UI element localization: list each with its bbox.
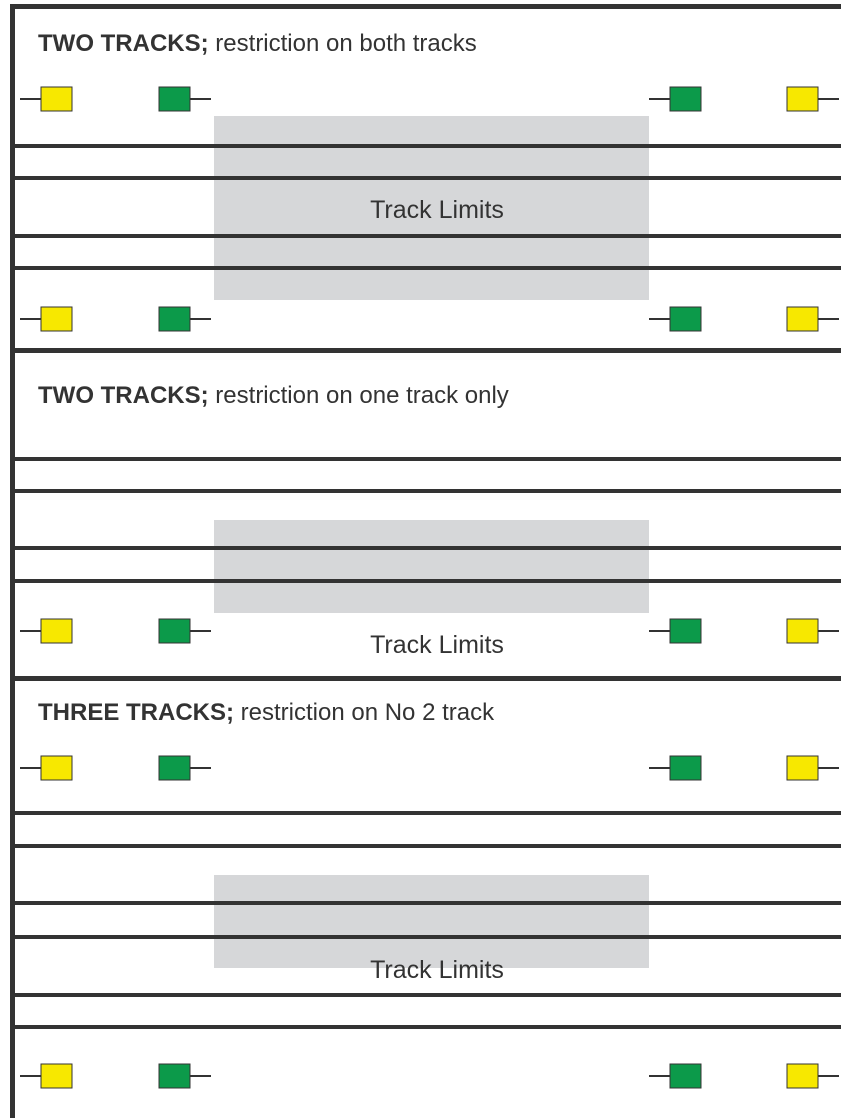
track-down-line [10, 546, 841, 583]
home-signal-right [649, 755, 702, 781]
home-signal-right [649, 86, 702, 112]
panel-title-rest: restriction on both tracks [209, 30, 477, 57]
panel-divider-2 [10, 676, 841, 681]
track-up-line [10, 144, 841, 180]
home-signal-right [649, 306, 702, 332]
panel-title-bold: TWO TRACKS; [38, 382, 209, 409]
distant-signal-right [786, 755, 839, 781]
rail [10, 266, 841, 270]
home-signal-left [158, 1063, 211, 1089]
rail [10, 234, 841, 238]
home-signal-right [649, 618, 702, 644]
panel-title-bold: THREE TRACKS; [38, 699, 234, 726]
distant-signal-left [20, 1063, 73, 1089]
panel-title-rest: restriction on No 2 track [234, 699, 495, 726]
track-no1 [10, 811, 841, 848]
distant-signal-left [20, 306, 73, 332]
track-limits-label: Track Limits [370, 631, 504, 659]
panel-title: TWO TRACKS; restriction on one track onl… [38, 382, 509, 409]
panel-title: TWO TRACKS; restriction on both tracks [38, 30, 477, 57]
distant-signal-right [786, 306, 839, 332]
distant-signal-right [786, 618, 839, 644]
track-limits-zone [214, 875, 649, 968]
home-signal-left [158, 306, 211, 332]
track-no3 [10, 993, 841, 1029]
rail [10, 457, 841, 461]
rail [10, 579, 841, 583]
track-down-line [10, 234, 841, 270]
panel-two-tracks-both: TWO TRACKS; restriction on both tracks T… [10, 30, 841, 332]
panel-title-bold: TWO TRACKS; [38, 30, 209, 57]
panel-title-rest: restriction on one track only [209, 382, 509, 409]
rail [10, 811, 841, 815]
distant-signal-left [20, 86, 73, 112]
home-signal-left [158, 86, 211, 112]
panel-two-tracks-one: TWO TRACKS; restriction on one track onl… [10, 382, 841, 659]
track-limits-label: Track Limits [370, 196, 504, 224]
rail [10, 993, 841, 997]
panel-three-tracks: THREE TRACKS; restriction on No 2 track … [10, 699, 841, 1089]
distant-signal-left [20, 755, 73, 781]
rail [10, 901, 841, 905]
track-limits-zone [214, 520, 649, 613]
rail [10, 935, 841, 939]
rail [10, 144, 841, 148]
frame-left [10, 4, 15, 1118]
frame-top [10, 4, 841, 9]
distant-signal-left [20, 618, 73, 644]
panel-divider-1 [10, 348, 841, 353]
rail [10, 176, 841, 180]
panel-title: THREE TRACKS; restriction on No 2 track [38, 699, 495, 726]
rail [10, 489, 841, 493]
frame [10, 4, 841, 1118]
rail [10, 844, 841, 848]
distant-signal-right [786, 86, 839, 112]
track-up-line [10, 457, 841, 493]
rail [10, 546, 841, 550]
distant-signal-right [786, 1063, 839, 1089]
track-no2 [10, 901, 841, 939]
home-signal-right [649, 1063, 702, 1089]
rail [10, 1025, 841, 1029]
home-signal-left [158, 755, 211, 781]
home-signal-left [158, 618, 211, 644]
track-limits-label: Track Limits [370, 956, 504, 984]
